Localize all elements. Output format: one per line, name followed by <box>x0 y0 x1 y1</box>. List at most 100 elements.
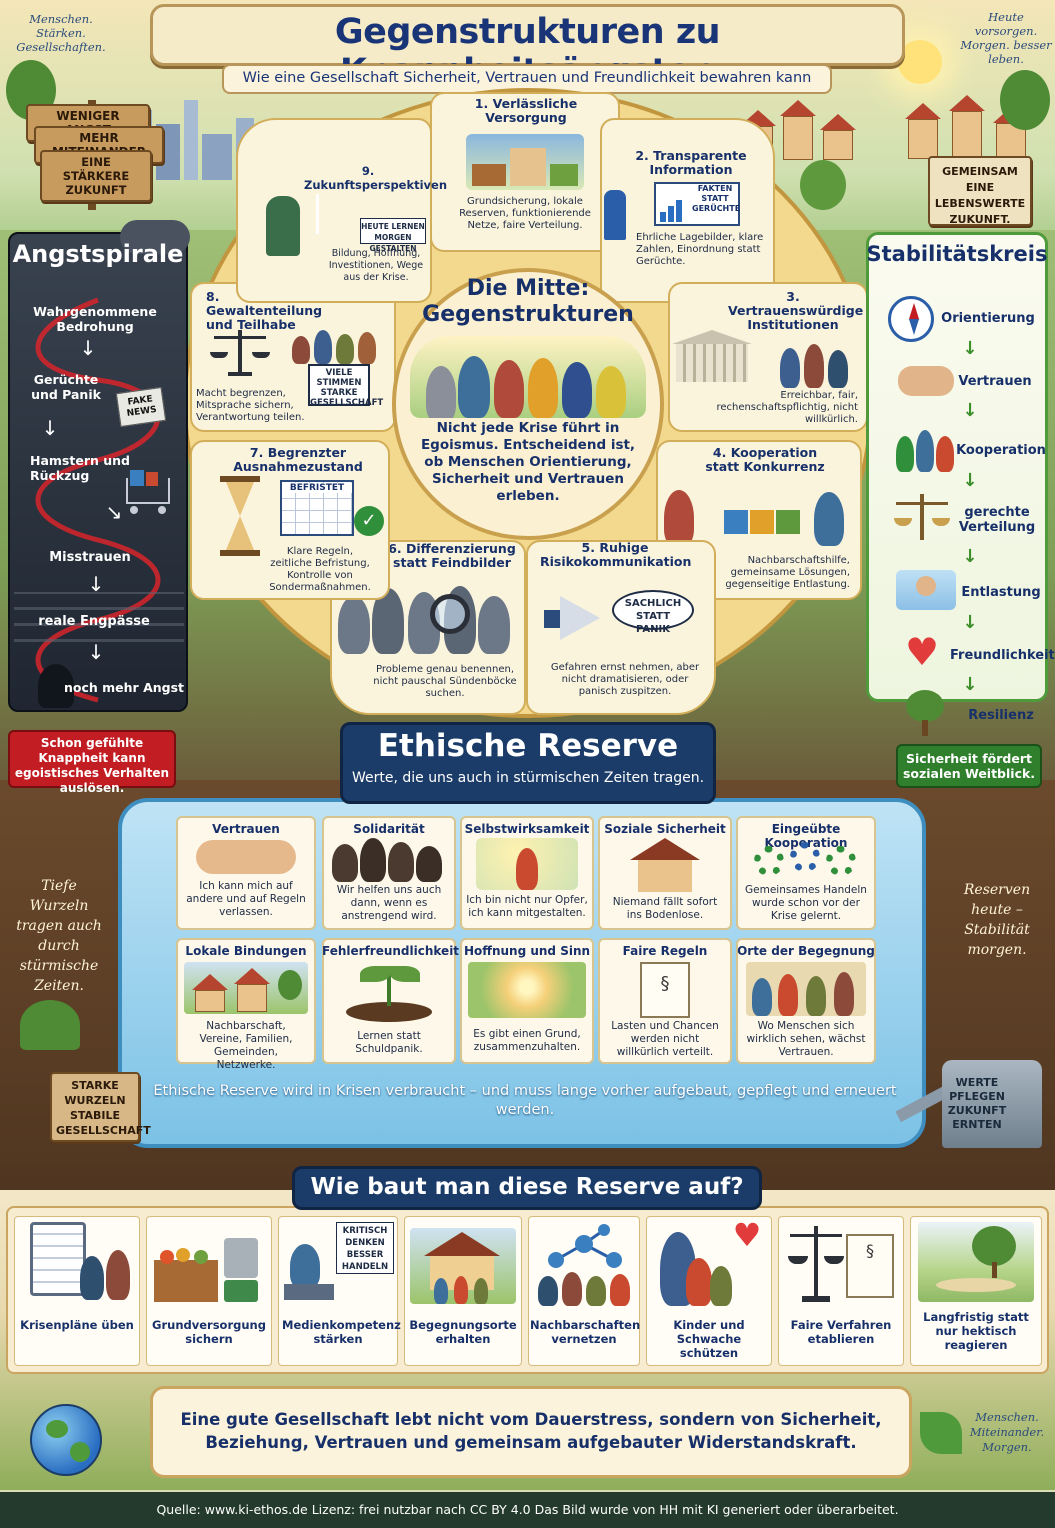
closing-quote: Eine gute Gesellschaft lebt nicht vom Da… <box>180 1410 882 1452</box>
tree-icon <box>800 160 846 210</box>
heart-icon: ♥ <box>904 630 940 674</box>
quote-box <box>150 1386 912 1478</box>
institution-building-icon <box>672 330 752 382</box>
storm-cloud-icon <box>120 220 190 254</box>
arrow-down-icon: ↓ <box>962 546 978 567</box>
future-sign: HEUTE LERNEN MORGEN GESTALTEN <box>360 218 426 253</box>
magnifier-icon <box>430 594 470 634</box>
tree-icon <box>1000 70 1050 130</box>
justice-scale-icon <box>788 1226 844 1302</box>
value-title: Hoffnung und Sinn <box>463 944 591 958</box>
build-label: Begegnungsorte erhalten <box>409 1318 517 1346</box>
value-text: Nachbarschaft, Vereine, Familien, Gemein… <box>199 1020 293 1071</box>
fact-badge: FAKTEN STATT GERÜCHTE <box>692 184 741 213</box>
arrow-down-icon: ↓ <box>87 572 105 596</box>
corner-note-bottom-right: Menschen. Miteinander. Morgen. <box>969 1410 1045 1454</box>
segment-title: 4. Kooperation statt Konkurrenz <box>705 445 825 474</box>
segment-title: 2. Transparente Information <box>635 148 747 177</box>
segment-text: Probleme genau benennen, nicht pauschal … <box>373 664 517 699</box>
rule-document-icon: § <box>846 1234 894 1298</box>
segment-title: 3. Vertrauenswürdige Institutionen <box>728 289 864 332</box>
fake-news-paper: FAKE NEWS <box>115 386 167 428</box>
footer-credit: Quelle: www.ki-ethos.de Lizenz: frei nut… <box>0 1492 1055 1528</box>
value-text: Wir helfen uns auch dann, wenn es anstre… <box>336 884 442 922</box>
arrow-down-icon: ↓ <box>962 612 978 633</box>
segment-title: 8. Gewaltenteilung und Teilhabe <box>206 289 323 332</box>
sign-staerkere-zukunft: EINE STÄRKERE ZUKUNFT <box>40 150 152 202</box>
value-title: Soziale Sicherheit <box>604 822 726 836</box>
roots-note-left: Tiefe Wurzeln tragen auch durch stürmisc… <box>16 878 102 994</box>
stability-item-entlastung: Entlastung <box>961 585 1041 600</box>
village-icon <box>184 962 308 1014</box>
arrow-down-icon: ↓ <box>962 400 978 421</box>
speech-bubble-text: SACHLICH STATT PANIK <box>624 598 682 635</box>
watering-can-text: WERTE PFLEGEN ZUKUNFT ERNTEN <box>947 1076 1007 1131</box>
stability-item-kooperation: Kooperation <box>956 443 1046 458</box>
stability-item-verteilung: gerechte Verteilung <box>958 505 1036 535</box>
ethik-banner <box>340 722 716 804</box>
angst-item-bedrohung: Wahrgenommene Bedrohung <box>33 304 157 334</box>
stability-item-freundlichkeit: Freundlichkeit <box>950 648 1055 663</box>
plant-icon <box>20 1000 80 1050</box>
community-house-icon <box>410 1228 516 1304</box>
ethik-title: Ethische Reserve <box>377 728 679 764</box>
value-title: Faire Regeln <box>622 944 708 958</box>
angst-item-geruechte: Gerüchte und Panik <box>31 372 101 402</box>
raised-hands-crowd <box>292 330 388 364</box>
segment-title: 7. Begrenzter Ausnahmezustand <box>233 445 363 474</box>
angst-note: Schon gefühlte Knappheit kann egoistisch… <box>8 730 176 795</box>
segment-title: 6. Differenzierung statt Feindbilder <box>388 541 516 570</box>
roots-sign: STARKE WURZELN STABILE GESELLSCHAFT <box>50 1072 151 1142</box>
corner-note-left: Menschen. Stärken. Gesellschaften. <box>16 12 106 54</box>
arrow-down-icon: ↓ <box>41 416 59 440</box>
build-banner <box>292 1166 762 1210</box>
angst-item-mehr-angst: noch mehr Angst <box>64 680 185 695</box>
reserve-note: Ethische Reserve wird in Krisen verbrauc… <box>153 1083 897 1118</box>
wind-turbine-icon <box>316 194 319 234</box>
build-label: Faire Verfahren etablieren <box>790 1318 892 1346</box>
market-stall-icon <box>466 134 584 190</box>
stability-item-vertrauen: Vertrauen <box>958 374 1032 389</box>
supplies-crate-icon <box>154 1232 264 1302</box>
value-text: Wo Menschen sich wirklich sehen, wächst … <box>746 1020 866 1058</box>
watering-can-icon <box>890 1034 1050 1150</box>
stability-item-orientierung: Orientierung <box>941 311 1035 326</box>
center-text: Nicht jede Krise führt in Egoismus. Ents… <box>420 420 636 504</box>
arrow-down-icon: ↓ <box>87 640 105 664</box>
arrow-down-icon: ↓ <box>962 338 978 359</box>
scales-icon <box>210 330 270 376</box>
handshake-icon <box>196 840 296 874</box>
sunrise-landscape-icon <box>468 962 586 1018</box>
segment-title: 9. Zukunftsperspektiven <box>304 164 448 192</box>
ethik-subtitle: Werte, die uns auch in stürmischen Zeite… <box>351 770 705 786</box>
segment-text: Bildung, Hoffnung, Investitionen, Wege a… <box>328 248 424 283</box>
angst-title: Angstspirale <box>12 240 184 268</box>
arrow-down-icon: ↓ <box>962 674 978 695</box>
handshake-icon <box>898 366 954 396</box>
hourglass-icon <box>220 476 260 556</box>
segment-title: 1. Verlässliche Versorgung <box>474 96 578 125</box>
people-icon <box>538 1272 634 1306</box>
value-text: Ich bin nicht nur Opfer, ich kann mitges… <box>466 894 588 919</box>
build-label: Nachbarschaften vernetzen <box>530 1318 641 1346</box>
globe-icon <box>30 1404 102 1476</box>
tree-icon <box>902 690 948 736</box>
value-text: Lernen statt Schuldpanik. <box>355 1030 423 1055</box>
balance-scale-icon <box>894 494 950 546</box>
checkmark-icon: ✓ <box>354 506 384 536</box>
build-label: Medienkompetenz stärken <box>282 1318 401 1346</box>
relaxed-person-icon <box>896 570 956 610</box>
arrow-down-icon: ↘ <box>105 500 123 524</box>
raised-arm-person-icon <box>476 838 578 890</box>
segment-text: Gefahren ernst nehmen, aber nicht dramat… <box>550 662 700 697</box>
network-icon <box>548 1224 622 1268</box>
people-icon <box>80 1250 134 1300</box>
family-protect-icon <box>656 1232 736 1306</box>
sign-gemeinsam: GEMEINSAM EINE LEBENSWERTE ZUKUNFT. <box>928 156 1032 226</box>
stability-item-resilienz: Resilienz <box>968 708 1034 723</box>
puzzle-cooperation-icon <box>664 480 850 550</box>
build-label: Krisenpläne üben <box>20 1318 134 1332</box>
empty-shelf-icon <box>14 592 184 642</box>
segment-text: Nachbarschaftshilfe, gemeinsame Lösungen… <box>725 555 850 590</box>
value-text: Es gibt einen Grund, zusammenzuhalten. <box>473 1028 581 1053</box>
